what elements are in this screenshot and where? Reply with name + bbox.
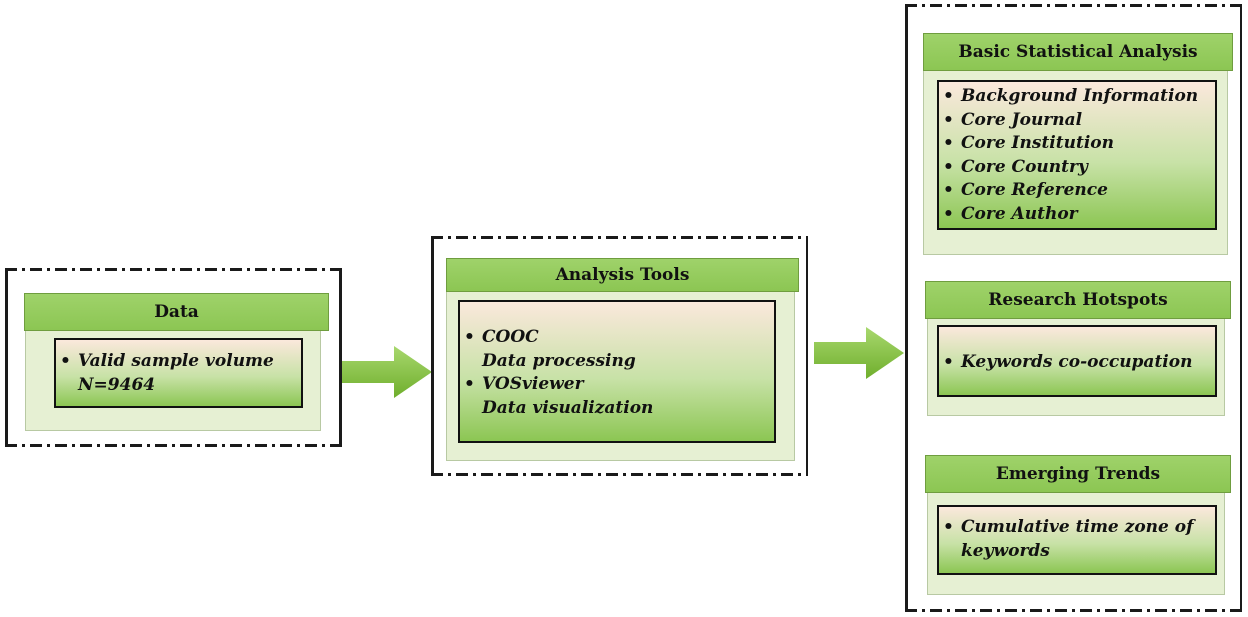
tools-item-cooc: COOC Data processing (460, 326, 774, 373)
trends-title: Emerging Trends (995, 464, 1161, 484)
hotspots-header: Research Hotspots (925, 281, 1231, 319)
flow-arrow-1-icon (342, 346, 432, 398)
stats-item: Core Author (939, 203, 1215, 227)
data-item-sub: N=9464 (78, 374, 156, 395)
stats-item: Core Journal (939, 109, 1215, 133)
hotspots-body: Keywords co-occupation (937, 325, 1217, 397)
hotspots-item-list: Keywords co-occupation (939, 351, 1215, 375)
tools-item-sub: Data visualization (482, 397, 654, 418)
stats-item-list: Background Information Core Journal Core… (939, 85, 1215, 226)
hotspots-title: Research Hotspots (988, 290, 1168, 310)
stats-item: Background Information (939, 85, 1215, 109)
trends-body: Cumulative time zone of keywords (937, 505, 1217, 575)
tools-item-label: VOSviewer (482, 374, 584, 394)
stats-header: Basic Statistical Analysis (923, 33, 1233, 71)
data-item-label: Valid sample volume (78, 351, 274, 371)
trends-header: Emerging Trends (925, 455, 1231, 493)
tools-header: Analysis Tools (446, 258, 799, 292)
data-item: Valid sample volume N=9464 (56, 350, 301, 397)
stats-body: Background Information Core Journal Core… (937, 80, 1217, 230)
tools-item-vosviewer: VOSviewer Data visualization (460, 373, 774, 420)
stats-item: Core Institution (939, 132, 1215, 156)
trends-item-list: Cumulative time zone of keywords (939, 516, 1215, 563)
stats-title: Basic Statistical Analysis (958, 42, 1198, 62)
hotspots-item: Keywords co-occupation (939, 351, 1215, 375)
tools-body: COOC Data processing VOSviewer Data visu… (458, 300, 776, 443)
data-title: Data (154, 302, 199, 322)
flow-arrow-2-icon (814, 327, 904, 379)
data-item-list: Valid sample volume N=9464 (56, 350, 301, 397)
tools-item-sub: Data processing (482, 350, 636, 371)
tools-item-list: COOC Data processing VOSviewer Data visu… (460, 326, 774, 420)
data-header: Data (24, 293, 329, 331)
stats-item: Core Reference (939, 179, 1215, 203)
trends-item-sub: keywords (961, 540, 1050, 561)
trends-item-label: Cumulative time zone of (961, 517, 1194, 537)
tools-item-label: COOC (482, 327, 539, 347)
trends-item: Cumulative time zone of keywords (939, 516, 1215, 563)
stats-item: Core Country (939, 156, 1215, 180)
tools-title: Analysis Tools (555, 265, 690, 285)
data-body: Valid sample volume N=9464 (54, 338, 303, 408)
